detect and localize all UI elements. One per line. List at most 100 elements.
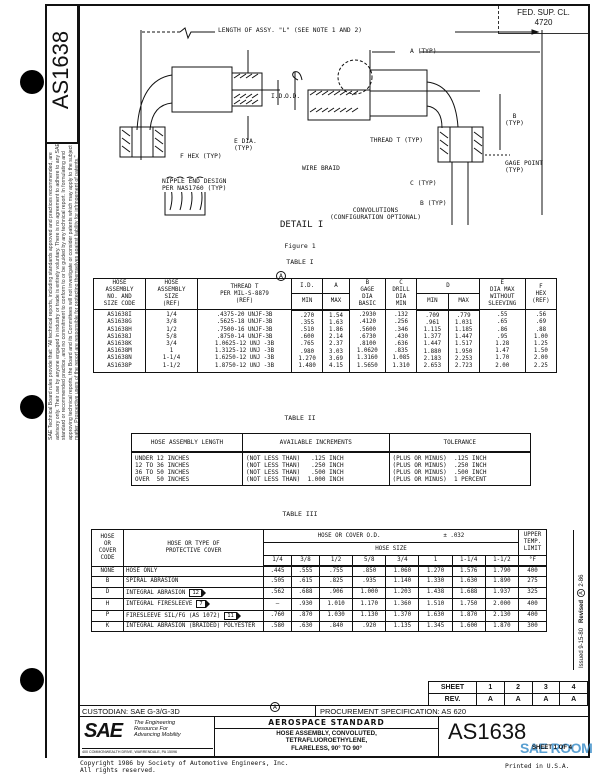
binder-hole xyxy=(20,70,44,94)
cell-od: .825 xyxy=(318,576,354,588)
cell-od: 1.135 xyxy=(385,621,420,633)
cell-od: 1.890 xyxy=(484,576,520,588)
cell-b: .2930 .4120 .5600 .6730 .8100 1.0620 1.3… xyxy=(348,308,386,374)
col-cover-code: HOSE OR COVER CODE xyxy=(91,529,124,567)
col-tolerance: TOLERANCE xyxy=(388,433,532,453)
cell-od: .850 xyxy=(352,565,387,578)
cell-type: HOSE ONLY xyxy=(123,565,264,578)
cell-length: UNDER 12 INCHES 12 TO 36 INCHES 36 TO 50… xyxy=(130,450,244,487)
gage-point-label: GAGE POINT (TYP) xyxy=(505,160,543,174)
col-od-group: HOSE OR COVER O.D. ± .032 xyxy=(263,529,519,543)
cell-od: 1.790 xyxy=(484,565,520,578)
cell-od: .555 xyxy=(291,565,320,578)
cell-temp: 325 xyxy=(518,586,547,600)
cell-od: 1.870 xyxy=(484,621,520,633)
table-1: HOSE ASSEMBLY NO. AND SIZE CODE HOSE ASS… xyxy=(93,277,558,374)
standard-title: HOSE ASSEMBLY, CONVOLUTED, TETRAFLUOROET… xyxy=(276,730,377,752)
col-increments: AVAILABLE INCREMENTS xyxy=(242,433,390,453)
cell-od: 1.688 xyxy=(451,586,486,600)
table-3: HOSE OR COVER CODE HOSE OR TYPE OF PROTE… xyxy=(91,529,547,633)
wire-braid-label: WIRE BRAID xyxy=(302,165,340,172)
cell-od: 1.345 xyxy=(418,621,453,633)
e-dia-label: E DIA. (TYP) xyxy=(234,138,257,152)
note-flag-icon: 12 xyxy=(189,588,206,597)
cell-f: .56 .69 .88 1.00 1.25 1.50 2.00 2.25 xyxy=(524,308,558,374)
cell-od: .562 xyxy=(263,586,292,600)
sheet-revision: A xyxy=(476,693,505,706)
drawing-frame xyxy=(78,4,590,758)
cell-od: .840 xyxy=(318,621,354,633)
cell-code: D xyxy=(91,586,124,600)
table-row: UNDER 12 INCHES 12 TO 36 INCHES 36 TO 50… xyxy=(130,450,532,487)
col-f-hex: F HEX (REF) xyxy=(524,278,558,310)
cell-code: H xyxy=(91,598,124,611)
cell-od: 1.600 xyxy=(451,621,486,633)
cell-type: SPIRAL ABRASION xyxy=(123,576,264,588)
sheet-of: SHEET 1 OF 4 xyxy=(532,745,573,751)
col-e-dia-max: E DIA MAX WITHOUT SLEEVING xyxy=(478,278,526,310)
col-d-min: MIN xyxy=(416,293,449,311)
sheet-number: 4 xyxy=(559,681,588,694)
id-label: I.D. xyxy=(271,93,287,100)
table-1-title: TABLE I xyxy=(286,258,314,266)
cell-od: 1.000 xyxy=(352,586,387,600)
sheet-number: 3 xyxy=(531,681,561,694)
col-assembly-no: HOSE ASSEMBLY NO. AND SIZE CODE xyxy=(93,278,146,310)
doc-number-vertical: AS1638 xyxy=(48,30,73,110)
table-3-title: TABLE III xyxy=(282,510,318,518)
col-assembly-size: HOSE ASSEMBLY SIZE (REF) xyxy=(145,278,198,310)
col-c-drill-dia: C DRILL DIA MIN xyxy=(384,278,418,310)
cell-temp: 400 xyxy=(518,598,547,611)
cell-od: 1.438 xyxy=(418,586,453,600)
col-cover-type: HOSE OR TYPE OF PROTECTIVE COVER xyxy=(123,529,264,567)
cell-od: .870 xyxy=(291,609,320,623)
od-label: O.D. xyxy=(285,93,301,100)
col-thread: THREAD T PER MIL-S-8879 (REF) xyxy=(197,278,292,310)
cell-od: 1.630 xyxy=(451,576,486,588)
sheet-revision: A xyxy=(503,693,533,706)
nipple-end-label: NIPPLE END DESIGN PER NAS1760 (TYP) xyxy=(162,178,227,192)
sheet-label: SHEET xyxy=(428,681,477,694)
col-size: 1 xyxy=(418,555,453,567)
cell-od: 1.576 xyxy=(451,565,486,578)
table-row: AS1638I AS1638G AS1638H AS1638J AS1638K … xyxy=(93,308,558,374)
cell-od: 1.937 xyxy=(484,586,520,600)
cell-od: .688 xyxy=(291,586,320,600)
figure-caption: Figure 1 xyxy=(284,242,316,250)
cell-e: .55 .65 .86 .95 1.28 1.47 1.70 2.00 xyxy=(478,308,526,374)
cell-thread: .4375-20 UNJF-3B .5625-18 UNJF-3B .7500-… xyxy=(197,308,292,374)
standard-title-block: AEROSPACE STANDARD HOSE ASSEMBLY, CONVOL… xyxy=(215,717,439,758)
cell-temp: 300 xyxy=(518,621,547,633)
cell-temp: 400 xyxy=(518,565,547,578)
cell-code: K xyxy=(91,621,124,633)
sae-disclaimer: SAE Technical Board rules provide that: … xyxy=(48,143,81,440)
cell-tolerance: (PLUS OR MINUS) .125 INCH (PLUS OR MINUS… xyxy=(388,450,532,487)
col-size: 1-1/4 xyxy=(451,555,486,567)
cell-d-min: .709 .961 1.115 1.377 1.447 1.880 2.183 … xyxy=(416,308,449,374)
standard-type: AEROSPACE STANDARD xyxy=(215,717,438,729)
b-typ-label: B (TYP) xyxy=(505,113,524,127)
cell-increment: (NOT LESS THAN) .125 INCH (NOT LESS THAN… xyxy=(242,450,390,487)
watermark: SAE ROOM xyxy=(520,740,593,756)
b-typ-lower-label: B (TYP) xyxy=(420,200,447,207)
cell-od: 1.330 xyxy=(418,576,453,588)
procurement-spec: PROCUREMENT SPECIFICATION: AS 620 xyxy=(315,705,588,717)
thread-label: THREAD T (TYP) xyxy=(370,137,424,144)
cell-od: 1.130 xyxy=(352,609,387,623)
sheet-number: 2 xyxy=(503,681,533,694)
cell-od: 1.030 xyxy=(318,609,354,623)
cell-od: 1.360 xyxy=(385,598,420,611)
col-id-group: I.D. xyxy=(290,277,324,295)
doc-number: AS1638 xyxy=(448,719,527,744)
cell-od: 1.750 xyxy=(451,598,486,611)
col-hose-size: HOSE SIZE xyxy=(263,542,519,556)
fed-sup-class-box: FED. SUP. CL. 4720 xyxy=(498,6,588,34)
table-2-title: TABLE II xyxy=(284,414,316,422)
cell-od: .445 xyxy=(263,565,292,578)
